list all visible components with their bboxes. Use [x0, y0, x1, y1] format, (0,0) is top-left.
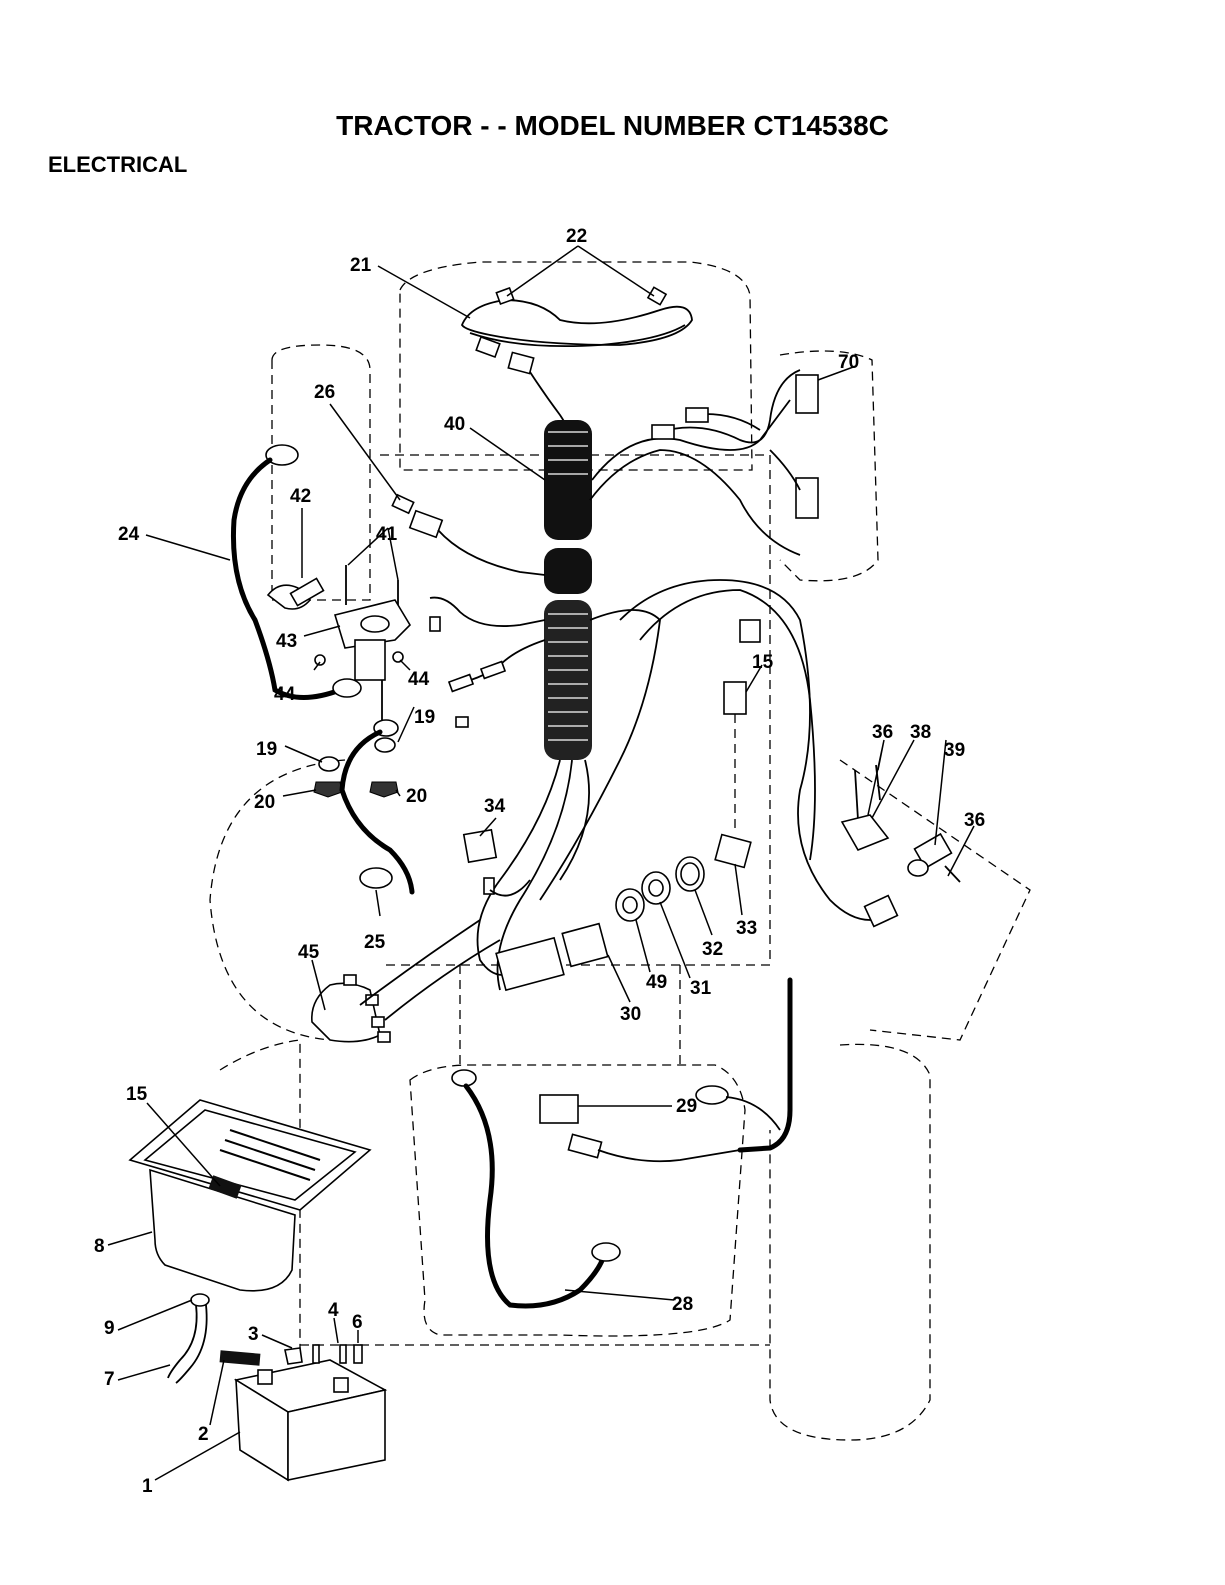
connectors-26 — [392, 495, 545, 727]
battery-box — [130, 1100, 370, 1291]
battery-cable-25 — [342, 732, 412, 892]
connector-45 — [312, 920, 500, 1042]
right-harness-outline — [780, 351, 878, 581]
ignition-switch-assembly — [496, 835, 751, 991]
battery — [220, 1345, 385, 1480]
ground-wire-24 — [233, 445, 361, 698]
chassis-outlines — [210, 262, 1030, 1440]
headlight-harness — [462, 287, 692, 440]
center-column-outline — [460, 965, 680, 1065]
left-fender-outline — [272, 345, 370, 600]
rear-right-tire-outline — [770, 1044, 930, 1440]
seat-switch-connector — [724, 620, 760, 830]
washers-and-nuts — [314, 720, 398, 797]
right-wheel-outline — [840, 760, 1030, 1040]
starter-solenoid — [268, 565, 410, 730]
brake-switch-assembly — [842, 765, 960, 882]
switch-29 — [540, 980, 790, 1161]
